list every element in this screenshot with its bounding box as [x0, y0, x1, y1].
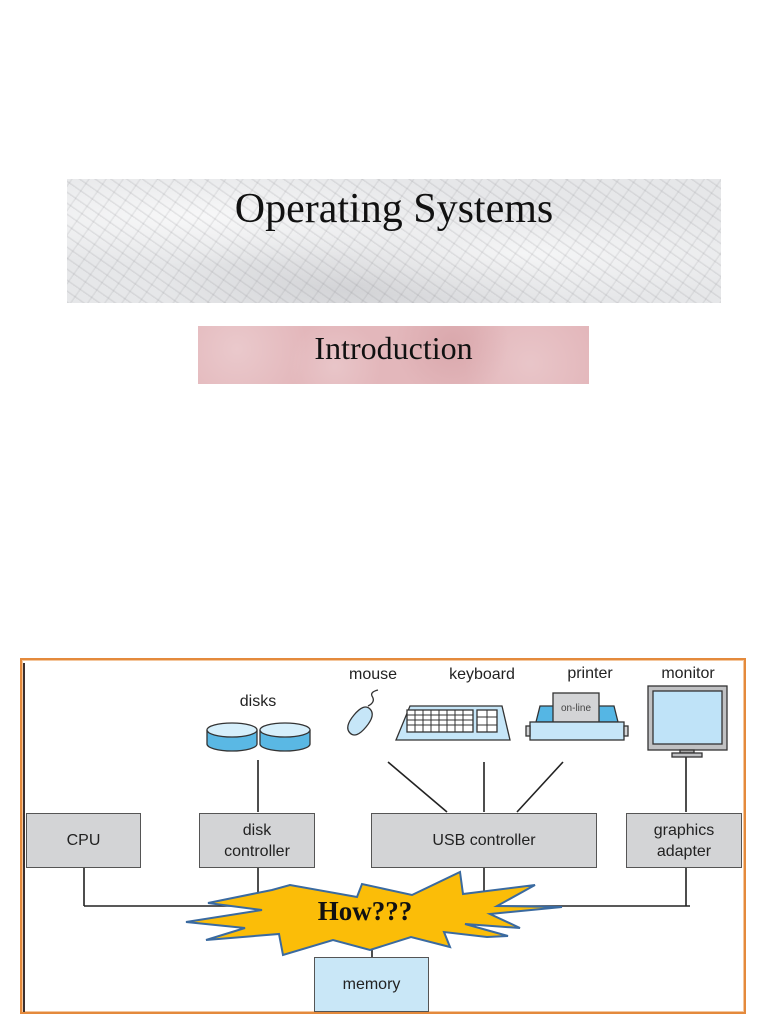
title-banner: Operating Systems — [67, 179, 721, 303]
disk-controller-label: disk controller — [224, 821, 290, 860]
mouse-label: mouse — [348, 666, 398, 683]
how-burst-shape — [185, 870, 563, 957]
slide-subtitle: Introduction — [314, 330, 473, 366]
keyboard-label: keyboard — [449, 666, 515, 683]
mouse-icon — [347, 689, 379, 736]
monitor-label: monitor — [661, 665, 715, 682]
printer-to-usb-line — [516, 761, 564, 813]
disk-controller-box: disk controller — [199, 813, 315, 868]
monitor-icon — [647, 685, 728, 758]
graphics-adapter-label: graphics adapter — [653, 821, 715, 860]
memory-label: memory — [342, 976, 401, 993]
memory-box: memory — [314, 957, 429, 1012]
printer-icon — [525, 692, 629, 741]
slide-title: Operating Systems — [234, 186, 554, 232]
cpu-label: CPU — [66, 832, 101, 849]
usb-controller-label: USB controller — [432, 832, 536, 849]
cpu-box: CPU — [26, 813, 141, 868]
usb-controller-box: USB controller — [371, 813, 597, 868]
how-callout-text: How??? — [317, 896, 413, 926]
subtitle-banner: Introduction — [198, 326, 589, 384]
printer-label: printer — [567, 665, 613, 682]
keyboard-icon — [395, 705, 511, 741]
printer-paper-label: on-line — [561, 703, 591, 714]
disks-icon — [206, 722, 311, 752]
mouse-to-usb-line — [387, 761, 448, 813]
disks-label: disks — [239, 693, 277, 710]
graphics-adapter-box: graphics adapter — [626, 813, 742, 868]
